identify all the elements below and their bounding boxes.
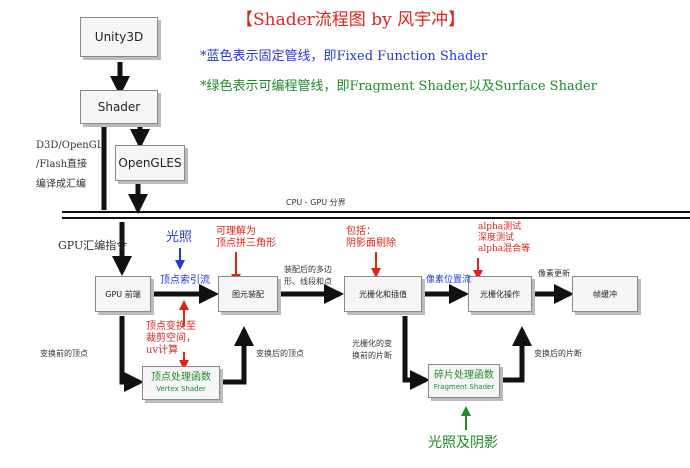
label-assembled-2: 形、线段和点	[284, 277, 332, 286]
label-gpu-cmd: GPU汇编指令	[58, 239, 128, 252]
vertex-shader-cn: 顶点处理函数	[151, 372, 211, 383]
note-triangle-2: 顶点拼三角形	[216, 238, 276, 249]
node-unity3d: Unity3D	[80, 17, 158, 57]
label-post-fragments: 变换后的片断	[534, 349, 582, 358]
arrow-vertex-shader-to-assembly	[220, 326, 254, 385]
note-vertex-transform-1: 顶点变换至	[146, 321, 196, 332]
box-raster-ops: 光栅化操作	[468, 276, 532, 312]
label-d3d-line2: /Flash直接	[36, 159, 88, 170]
note-lighting: 光照	[166, 230, 193, 245]
box-fragment-shader: 碎片处理函数 Fragment Shader	[428, 364, 500, 398]
box-gpu-frontend: GPU 前端	[95, 276, 151, 312]
arrow-raster-to-fragment-shader	[402, 316, 430, 390]
legend-blue-note: *蓝色表示固定管线，即Fixed Function Shader	[200, 49, 488, 64]
note-includes-2: 阴影面剔除	[346, 238, 396, 249]
fragment-shader-en: Fragment Shader	[433, 383, 495, 391]
label-raster-fragments-1: 光栅化的变	[352, 339, 392, 348]
label-pre-transform-vertex: 变换前的顶点	[40, 349, 88, 358]
diagram-title: 【Shader流程图 by 风宇冲】	[236, 10, 466, 30]
label-assembled-1: 装配后的多边	[284, 265, 332, 274]
node-opengles: OpenGLES	[115, 145, 185, 181]
label-raster-fragments-2: 换前的片断	[352, 351, 392, 360]
box-raster-interp: 光栅化和插值	[344, 276, 422, 312]
label-vertex-index-stream: 顶点索引流	[160, 275, 210, 286]
note-includes-1: 包括：	[346, 226, 376, 237]
fragment-shader-cn: 碎片处理函数	[434, 370, 494, 381]
note-vertex-transform-3: uv计算	[146, 345, 179, 356]
label-pixel-pos: 像素位置流	[426, 275, 472, 285]
label-d3d-line3: 编译成汇编	[36, 179, 86, 190]
note-alpha-1: alpha测试	[478, 222, 522, 232]
vertex-shader-en: Vertex Shader	[156, 385, 206, 393]
box-primitive-assembly: 图元装配	[218, 276, 278, 312]
note-triangle-1: 可理解为	[216, 226, 256, 237]
box-framebuffer: 帧缓冲	[572, 276, 638, 312]
legend-green-note: *绿色表示可编程管线，即Fragment Shader,以及Surface Sh…	[200, 79, 597, 94]
label-post-transform-vertex: 变换后的顶点	[256, 349, 304, 358]
arrow-gpu-to-vertex-shader	[119, 316, 144, 392]
note-light-shadow: 光照及阴影	[428, 435, 498, 451]
label-pixel-update: 像素更新	[538, 269, 570, 278]
arrow-fragment-shader-to-ops	[498, 326, 532, 383]
node-shader: Shader	[80, 90, 158, 124]
note-alpha-3: alpha混合等	[478, 244, 531, 254]
divider-label: CPU - GPU 分界	[286, 198, 346, 207]
note-vertex-transform-2: 裁剪空间，	[146, 333, 196, 344]
note-alpha-2: 深度测试	[478, 233, 515, 243]
box-vertex-shader: 顶点处理函数 Vertex Shader	[142, 366, 220, 400]
label-d3d-line1: D3D/OpenGL	[36, 140, 104, 151]
